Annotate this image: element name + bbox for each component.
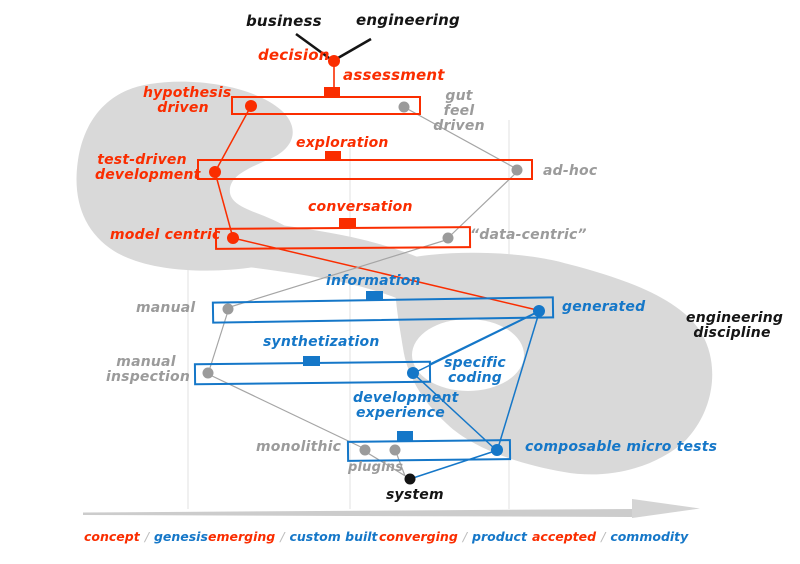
exploration-label: exploration [296, 135, 389, 151]
row-box-devexperience [346, 439, 512, 462]
link-datacentric-manual [229, 239, 447, 308]
engineering-discipline-label: engineering discipline [686, 310, 784, 342]
node-manual-inspection [202, 367, 214, 379]
link-manual-inspection [208, 310, 229, 372]
marker-assessment [324, 87, 340, 97]
axis-evolution-commodity: commodity [610, 529, 689, 544]
axis-stage-product: converging / product [379, 529, 527, 544]
link-inspection-monolithic [209, 374, 364, 449]
link-gutfeel-adhoc [403, 106, 516, 169]
axis-maturity-converging: converging [379, 529, 458, 544]
axis-maturity-emerging: emerging [208, 529, 276, 544]
evolution-axis-arrowhead [632, 499, 700, 518]
engineering-label: engineering [356, 11, 460, 29]
system-label: system [386, 487, 444, 503]
marker-synthetization [303, 356, 320, 366]
node-generated [533, 305, 545, 317]
axis-separator: / [462, 529, 467, 544]
evolution-axis-shaft [83, 509, 632, 517]
link-plugins-system [395, 451, 406, 477]
business-label: business [246, 12, 322, 30]
node-model-centric [227, 232, 239, 244]
gut-feel-driven-label: gut feel driven [433, 88, 485, 135]
axis-evolution-product: product [472, 529, 527, 544]
link-generated-specificcoding [415, 312, 537, 373]
node-monolithic [359, 444, 371, 456]
axis-evolution-genesis: genesis [153, 529, 208, 544]
link-monolithic-system [365, 451, 408, 478]
row-box-exploration [197, 159, 533, 180]
generated-label: generated [562, 299, 646, 315]
node-specific-coding [407, 367, 419, 379]
axis-stage-commodity: accepted / commodity [532, 529, 688, 544]
blob-left [76, 81, 298, 271]
node-data-centric [442, 232, 454, 244]
axis-maturity-accepted: accepted [532, 529, 597, 544]
node-manual [222, 303, 234, 315]
axis-stage-custom-built: emerging / custom built [208, 529, 378, 544]
link-generated-composable [497, 315, 539, 449]
link-engineering-decision [337, 37, 372, 60]
node-composable-micro-tests [491, 444, 503, 456]
manual-label: manual [136, 300, 196, 316]
link-business-decision [295, 32, 330, 60]
node-gut-feel-driven [398, 101, 410, 113]
marker-exploration [325, 151, 341, 161]
assessment-label: assessment [343, 66, 445, 84]
test-driven-development-label: test-driven development [95, 152, 201, 184]
link-composable-system [412, 450, 496, 479]
synthetization-label: synthetization [263, 334, 380, 350]
specific-coding-label: specific coding [444, 355, 506, 387]
node-hypothesis-driven [245, 100, 257, 112]
plugins-label: plugins [348, 460, 404, 475]
link-tdd-modelcentric [214, 171, 234, 239]
conversation-label: conversation [308, 199, 413, 215]
node-test-driven-development [209, 166, 221, 178]
node-decision [328, 55, 340, 67]
blob-white-pocket [412, 319, 524, 391]
marker-information [366, 291, 383, 301]
axis-maturity-concept: concept [84, 529, 140, 544]
ad-hoc-label: ad-hoc [543, 163, 598, 179]
axis-evolution-custom-built: custom built [289, 529, 378, 544]
node-ad-hoc [511, 164, 523, 176]
axis-separator: / [601, 529, 606, 544]
axis-stage-genesis: concept / genesis [84, 529, 208, 544]
axis-separator: / [144, 529, 149, 544]
link-adhoc-datacentric [449, 171, 518, 237]
monolithic-label: monolithic [256, 439, 342, 455]
axis-separator: / [280, 529, 285, 544]
model-centric-label: model centric [110, 227, 221, 243]
data-centric-label: “data-centric” [470, 227, 587, 243]
information-label: information [326, 273, 421, 289]
node-plugins [389, 444, 401, 456]
hypothesis-driven-label: hypothesis driven [143, 85, 232, 117]
composable-micro-tests-label: composable micro tests [525, 439, 718, 455]
decision-label: decision [258, 46, 330, 64]
link-specificcoding-composable [414, 374, 496, 450]
marker-devexperience [397, 431, 413, 441]
blob-right [395, 252, 713, 475]
manual-inspection-label: manual inspection [106, 354, 190, 386]
row-box-conversation [214, 226, 472, 250]
development-experience-label: development experience [353, 390, 459, 422]
node-system [404, 473, 416, 485]
marker-conversation [339, 218, 356, 228]
